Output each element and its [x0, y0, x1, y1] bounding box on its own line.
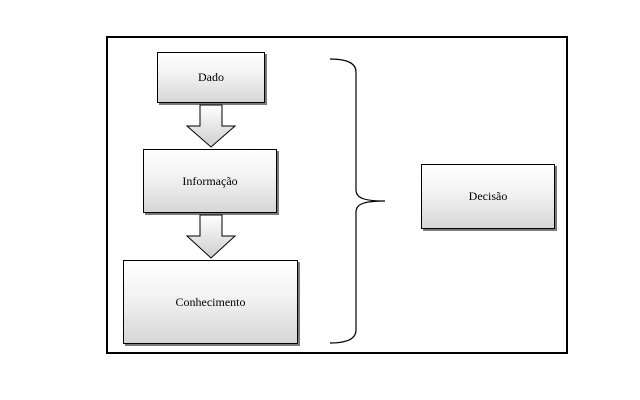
box-decisao: Decisão [421, 164, 555, 229]
box-informacao: Informação [143, 149, 277, 213]
diagram-frame [106, 36, 568, 354]
box-dado: Dado [157, 52, 265, 103]
box-informacao-label: Informação [182, 173, 238, 188]
box-conhecimento-label: Conhecimento [175, 294, 246, 309]
box-dado-label: Dado [198, 70, 224, 84]
box-conhecimento: Conhecimento [123, 260, 298, 344]
box-decisao-label: Decisão [468, 189, 508, 203]
